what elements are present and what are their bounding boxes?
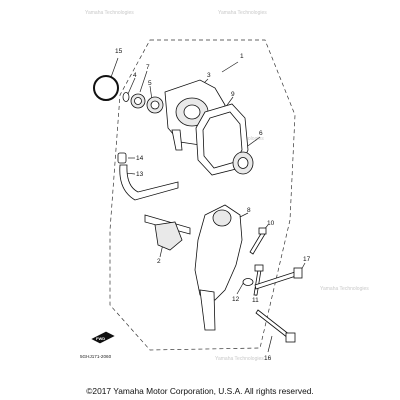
bearing-inner (150, 100, 160, 110)
bolt-part-11 (253, 269, 262, 296)
bolt-11-head (254, 264, 264, 272)
callout-11: 11 (252, 297, 259, 304)
impeller-part-2 (154, 221, 183, 251)
fwd-arrow-icon: FWD (91, 331, 115, 344)
seal-inner (237, 157, 249, 169)
callout-7: 7 (146, 64, 150, 71)
callout-12: 12 (232, 296, 240, 303)
hose-clamp-part-14 (117, 152, 127, 164)
callouts: 15 1 7 4 5 3 9 6 14 13 8 10 2 12 11 17 1… (115, 48, 311, 362)
callout-1: 1 (240, 53, 244, 60)
bolt-10-head (258, 227, 267, 235)
callout-17: 17 (303, 256, 311, 263)
circlip-part-7 (122, 92, 130, 102)
hose-part-13 (119, 164, 179, 201)
pump-housing-nipple (171, 129, 183, 151)
watermark-1: Yamaha Technologies (85, 10, 134, 16)
oil-seal-inner (134, 97, 142, 105)
callout-3: 3 (207, 72, 211, 79)
washer-part-12 (242, 278, 254, 286)
pump-cover-outlet (212, 209, 232, 227)
watermark-4: Yamaha Technologies (320, 286, 369, 292)
bolt-16-head (285, 332, 296, 343)
assembly-boundary (109, 39, 296, 351)
callout-8: 8 (247, 207, 251, 214)
callout-2: 2 (157, 258, 161, 265)
callout-16: 16 (264, 355, 272, 362)
fwd-label: FWD (96, 336, 105, 341)
callout-14: 14 (136, 155, 144, 162)
pump-cover-pipe (199, 289, 216, 331)
bolt-part-17 (254, 271, 297, 290)
callout-6: 6 (259, 130, 263, 137)
bolt-part-10 (249, 231, 266, 255)
callout-4: 4 (133, 72, 137, 79)
pump-housing-bore-inner (183, 104, 201, 120)
o-ring-part-15 (93, 75, 119, 101)
callout-9: 9 (231, 91, 235, 98)
watermark-5: Yamaha Technologies (215, 356, 264, 362)
copyright-notice: ©2017 Yamaha Motor Corporation, U.S.A. A… (86, 386, 314, 396)
callout-10: 10 (267, 220, 275, 227)
bolt-part-16 (255, 309, 291, 339)
watermark-2: Yamaha Technologies (218, 10, 267, 16)
callout-13: 13 (136, 171, 144, 178)
callout-5: 5 (148, 80, 152, 87)
drawing-code: 5GHJ171-2060 (80, 354, 112, 359)
callout-15: 15 (115, 48, 123, 55)
bolt-17-head (293, 267, 303, 279)
pump-cover-part-8 (194, 204, 243, 301)
